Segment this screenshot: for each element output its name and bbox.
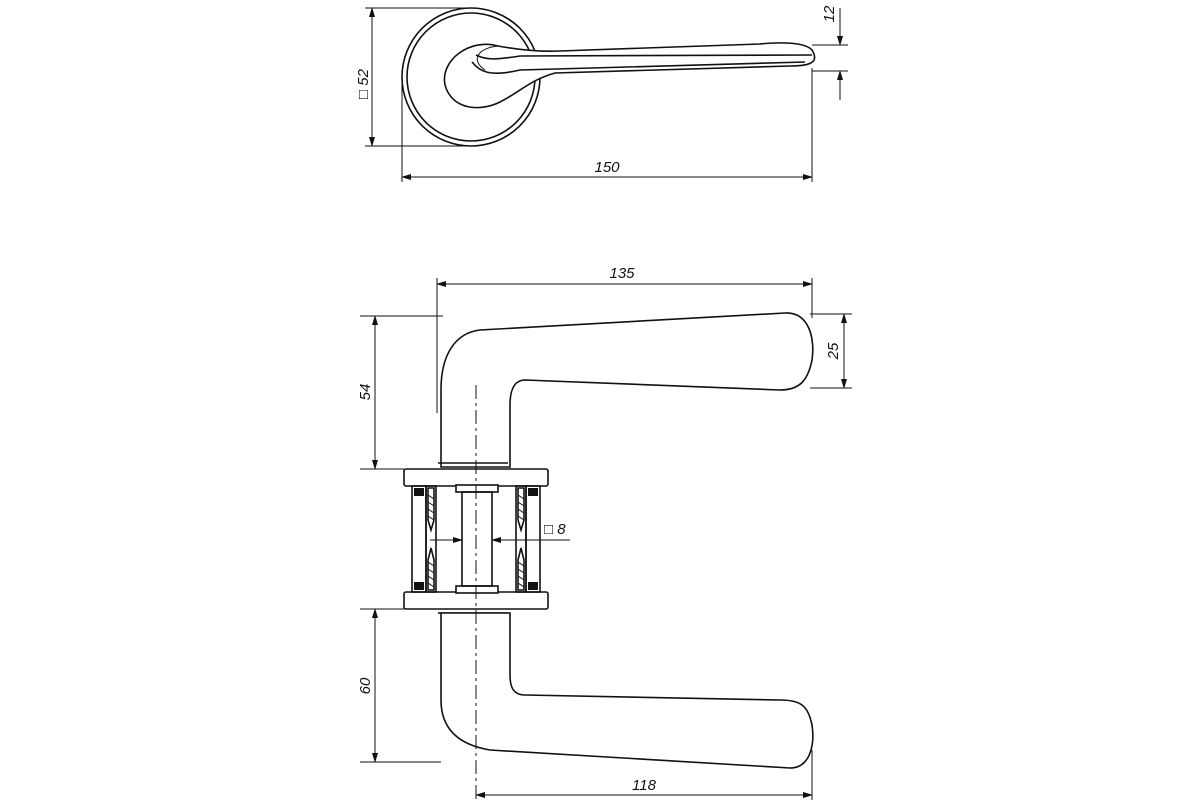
lever-top-line xyxy=(476,45,499,71)
lower-lever xyxy=(440,612,814,769)
lever-top-ridge-2 xyxy=(475,54,813,60)
dim-spindle: □ 8 xyxy=(544,521,566,538)
top-view: □ 52 12 150 xyxy=(355,5,848,182)
spindle xyxy=(461,491,493,587)
right-post xyxy=(525,485,541,593)
right-screw-bottom xyxy=(517,547,525,591)
left-screw-top xyxy=(427,487,435,533)
upper-lever xyxy=(440,312,814,468)
left-post xyxy=(411,485,427,593)
dim-grip-height: 25 xyxy=(825,342,842,360)
left-screw-bottom xyxy=(427,547,435,591)
dim-bottom-height: 60 xyxy=(357,677,374,694)
lever-top-outline xyxy=(443,42,816,109)
lever-top-ridge xyxy=(471,61,806,74)
dim-lever-thickness: 12 xyxy=(821,5,838,22)
dim-lever-length: 135 xyxy=(609,265,635,282)
dim-overall-length: 150 xyxy=(594,159,620,176)
right-screw-top xyxy=(517,487,525,533)
dim-bottom-length: 118 xyxy=(632,777,657,794)
dim-rosette-square: □ 52 xyxy=(355,68,372,99)
dim-top-height: 54 xyxy=(357,384,374,401)
side-view: □ 8 135 25 54 60 118 xyxy=(357,265,852,800)
